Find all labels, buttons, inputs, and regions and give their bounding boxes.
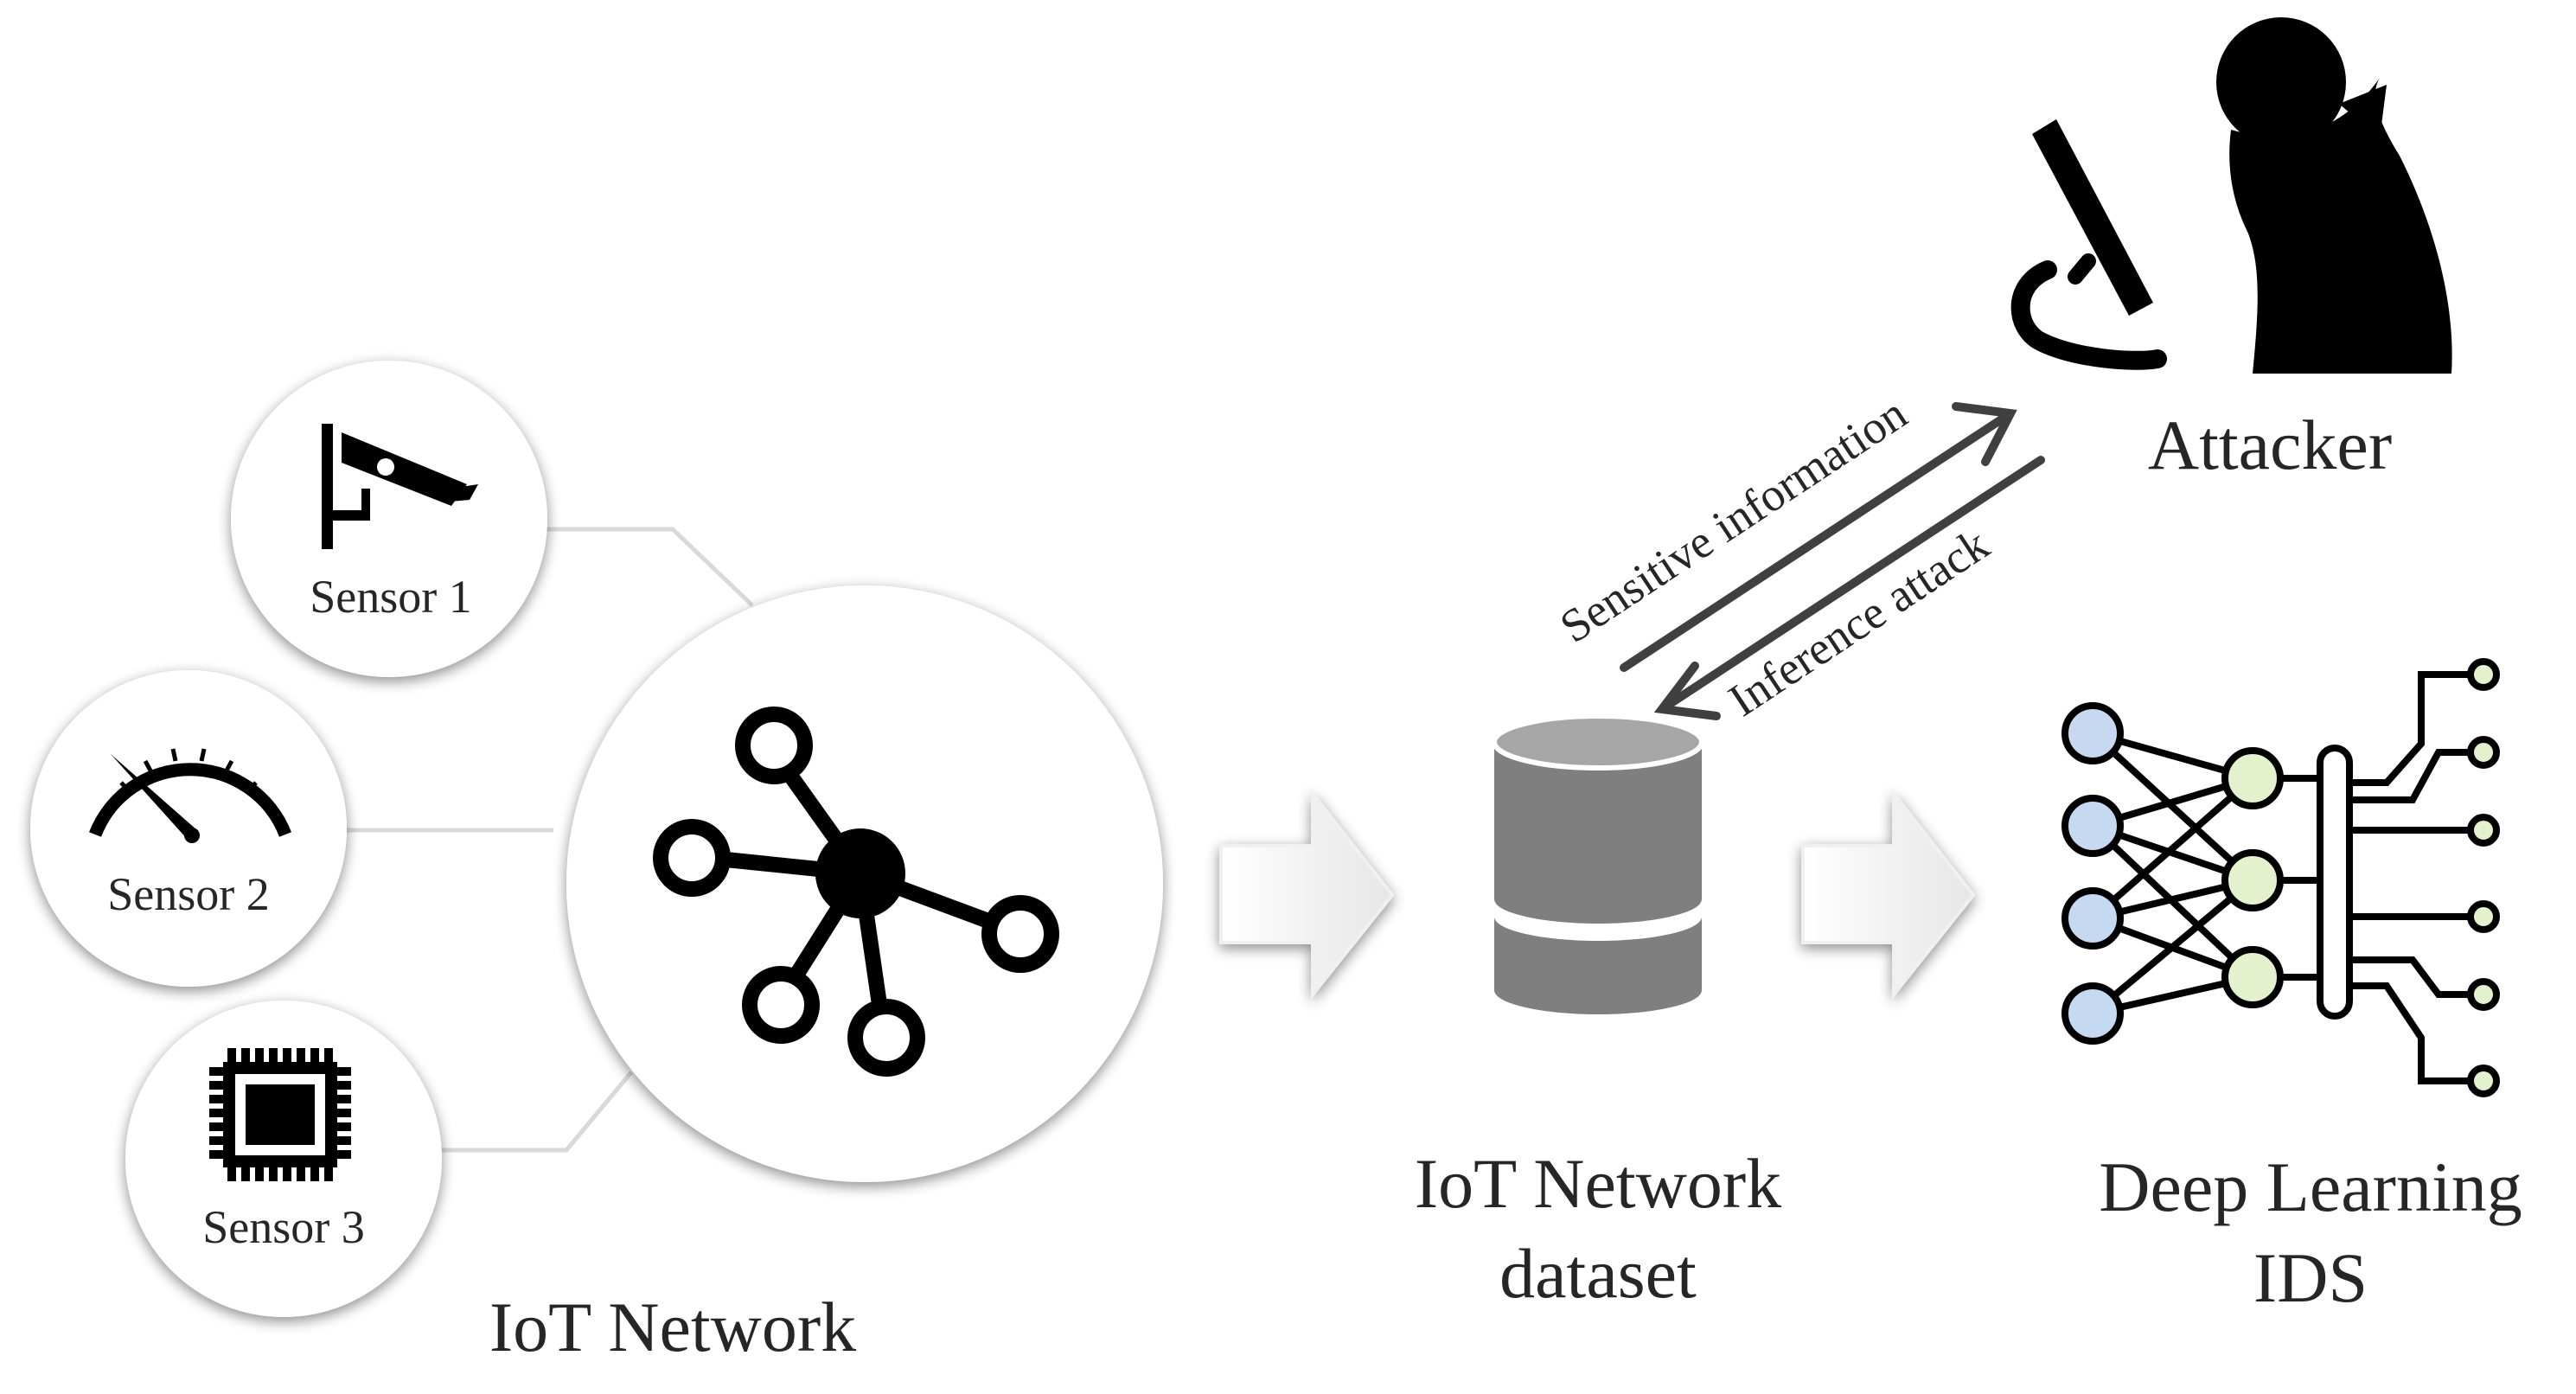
inference-attack-label: Inference attack — [1720, 518, 1998, 726]
network-hub-icon — [653, 707, 1059, 1077]
neural-network-icon — [2061, 658, 2500, 1097]
security-camera-icon — [322, 424, 478, 549]
gauge-icon — [89, 748, 291, 843]
iot-network-title: IoT Network — [489, 1288, 856, 1366]
dataset-title-line2: dataset — [1499, 1234, 1697, 1313]
sensor-3-label: Sensor 3 — [202, 1201, 365, 1253]
hacker-at-computer-icon — [2010, 17, 2452, 374]
ids-title-line1: Deep Learning — [2099, 1148, 2522, 1226]
connector-sensor-3 — [432, 1071, 633, 1153]
attacker-title: Attacker — [2148, 406, 2392, 484]
microchip-icon — [209, 1048, 351, 1181]
sensitive-information-arrow — [1620, 402, 2017, 672]
sensor-2-node: Sensor 2 — [30, 670, 347, 987]
connector-sensor-1 — [529, 527, 754, 607]
iot-hub-node — [566, 585, 1163, 1182]
sensor-1-label: Sensor 1 — [310, 571, 472, 623]
database-icon — [1492, 713, 1704, 1014]
dataset-title-line1: IoT Network — [1415, 1144, 1781, 1223]
sensor-3-node: Sensor 3 — [125, 1001, 442, 1317]
sensor-1-node: Sensor 1 — [231, 361, 547, 677]
inference-attack-arrow — [1653, 456, 2045, 720]
flow-arrow-1 — [1219, 789, 1395, 1000]
ids-title-line2: IDS — [2253, 1238, 2368, 1317]
sensor-connectors — [344, 527, 754, 1153]
flow-arrow-2 — [1801, 789, 1976, 1000]
sensor-2-label: Sensor 2 — [107, 868, 270, 920]
